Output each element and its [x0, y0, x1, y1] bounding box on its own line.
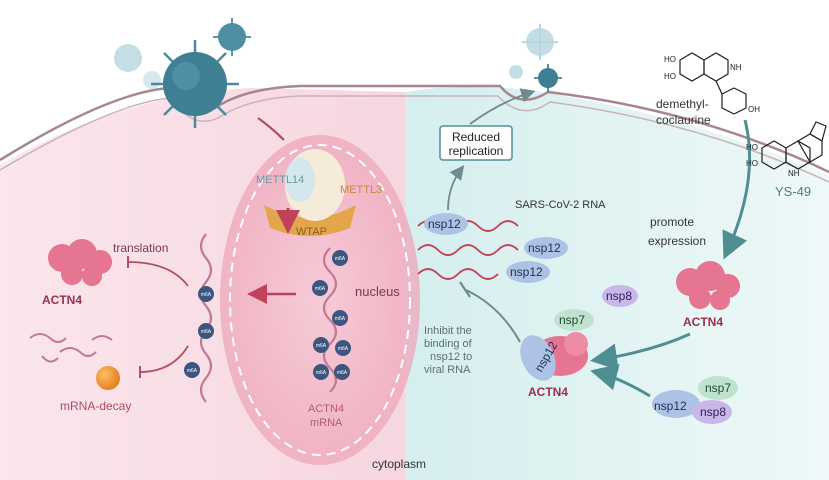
nsp12-label-2: nsp12 [528, 241, 561, 255]
ys49-label: YS-49 [775, 184, 811, 199]
nsp8-label: nsp8 [606, 289, 632, 303]
inhibition-arc [465, 289, 521, 343]
actn4-protein-left [48, 239, 112, 286]
chem-oh-1: HO [664, 55, 676, 64]
nsp12-bound-1 [424, 213, 468, 235]
demethyl-line1: demethyl- [656, 97, 709, 111]
actn4-nsp12-complex [520, 332, 588, 381]
chem-nh-2: NH [788, 169, 800, 178]
demethylcoclaurine-structure [679, 52, 747, 115]
sars-rna-label: SARS-CoV-2 RNA [515, 199, 606, 211]
actn4-right-label: ACTN4 [683, 315, 723, 329]
promote-line2: expression [648, 234, 706, 248]
entry-arrow [257, 117, 285, 141]
nsp12-label-1: nsp12 [428, 217, 461, 231]
cytoplasm-label: cytoplasm [372, 457, 426, 471]
nuclear-envelope [229, 144, 411, 456]
nsp12-rtc-label: nsp12 [654, 399, 687, 413]
ys49-structure [761, 121, 827, 170]
inhibit-line2: binding of [424, 338, 473, 350]
inhibition-tbar [459, 281, 471, 298]
nsp7-free [554, 309, 594, 331]
chem-ho-5: HO [746, 159, 758, 168]
m6a-tag: m6A [315, 286, 326, 292]
actn4-complex-label: ACTN4 [528, 385, 568, 399]
nsp8-rtc [692, 400, 732, 424]
wtap-label: WTAP [296, 226, 327, 238]
replication-arrow [469, 88, 536, 125]
chem-ho-4: HO [746, 143, 758, 152]
nsp12-bound-3 [506, 261, 550, 283]
m6a-tag: m6A [201, 329, 212, 335]
m6a-marks-nucleus [312, 250, 351, 380]
m6a-tag: m6A [335, 256, 346, 262]
promote-line1: promote [650, 215, 694, 229]
m6a-tag: m6A [201, 292, 212, 298]
nsp7-label: nsp7 [559, 313, 585, 327]
m6a-tag: m6A [335, 316, 346, 322]
actn4-protein-right [676, 261, 740, 310]
actn4-mrna-label-1: ACTN4 [308, 403, 344, 415]
actn4-mrna-label-2: mRNA [310, 417, 343, 429]
chem-oh-2: HO [664, 72, 676, 81]
virus-cluster-left [114, 18, 251, 128]
rna-to-replication-arrow [447, 165, 465, 211]
demethyl-line2: coclaurine [656, 113, 711, 127]
m6a-tag: m6A [187, 368, 198, 374]
translation-arc [127, 261, 189, 287]
mrna-fragments [29, 333, 113, 363]
nsp7-rtc [698, 376, 738, 400]
nsp7-rtc-label: nsp7 [705, 381, 731, 395]
reduced-replication-line1: Reduced [452, 130, 500, 144]
exonuclease [96, 366, 120, 390]
nsp12-label-3: nsp12 [510, 265, 543, 279]
m6a-tag: m6A [316, 370, 327, 376]
chem-nh-1: NH [730, 63, 742, 72]
cytoplasmic-mrna-strand [199, 233, 213, 403]
nucleus-label: nucleus [355, 284, 400, 299]
actn4-mrna-strand [322, 247, 338, 393]
writer-complex [264, 149, 356, 236]
chem-oh-3: OH [748, 105, 760, 114]
nsp8-rtc-label: nsp8 [700, 405, 726, 419]
mettl3-label: METTL3 [340, 184, 382, 196]
actn4-to-complex-arrow [590, 332, 691, 371]
nsp12-rtc [652, 390, 700, 418]
cell-membrane-inner [0, 95, 829, 183]
mrna-decay-label: mRNA-decay [60, 399, 131, 413]
inhibit-line3: nsp12 to [430, 351, 472, 363]
promote-arrow [722, 119, 752, 260]
inhibit-line4: viral RNA [424, 364, 471, 376]
mettl14-label: METTL14 [256, 174, 304, 186]
virus-cluster-right [509, 24, 562, 92]
cell-membrane-outer [0, 84, 829, 174]
m6a-tag: m6A [337, 370, 348, 376]
m6a-tag: m6A [338, 346, 349, 352]
reduced-replication-line2: replication [449, 144, 504, 158]
actn4-left-label: ACTN4 [42, 293, 82, 307]
m6a-marks-cytoplasm [184, 286, 214, 378]
inhibit-line1: Inhibit the [424, 325, 472, 337]
nsp8-free [602, 285, 638, 307]
translation-label: translation [113, 241, 168, 255]
m6a-tag: m6A [316, 343, 327, 349]
reduced-replication-box [439, 125, 513, 161]
nsp12-bound-2 [524, 237, 568, 259]
rtc-to-complex-arrow [590, 364, 651, 398]
decay-arc [139, 345, 189, 373]
